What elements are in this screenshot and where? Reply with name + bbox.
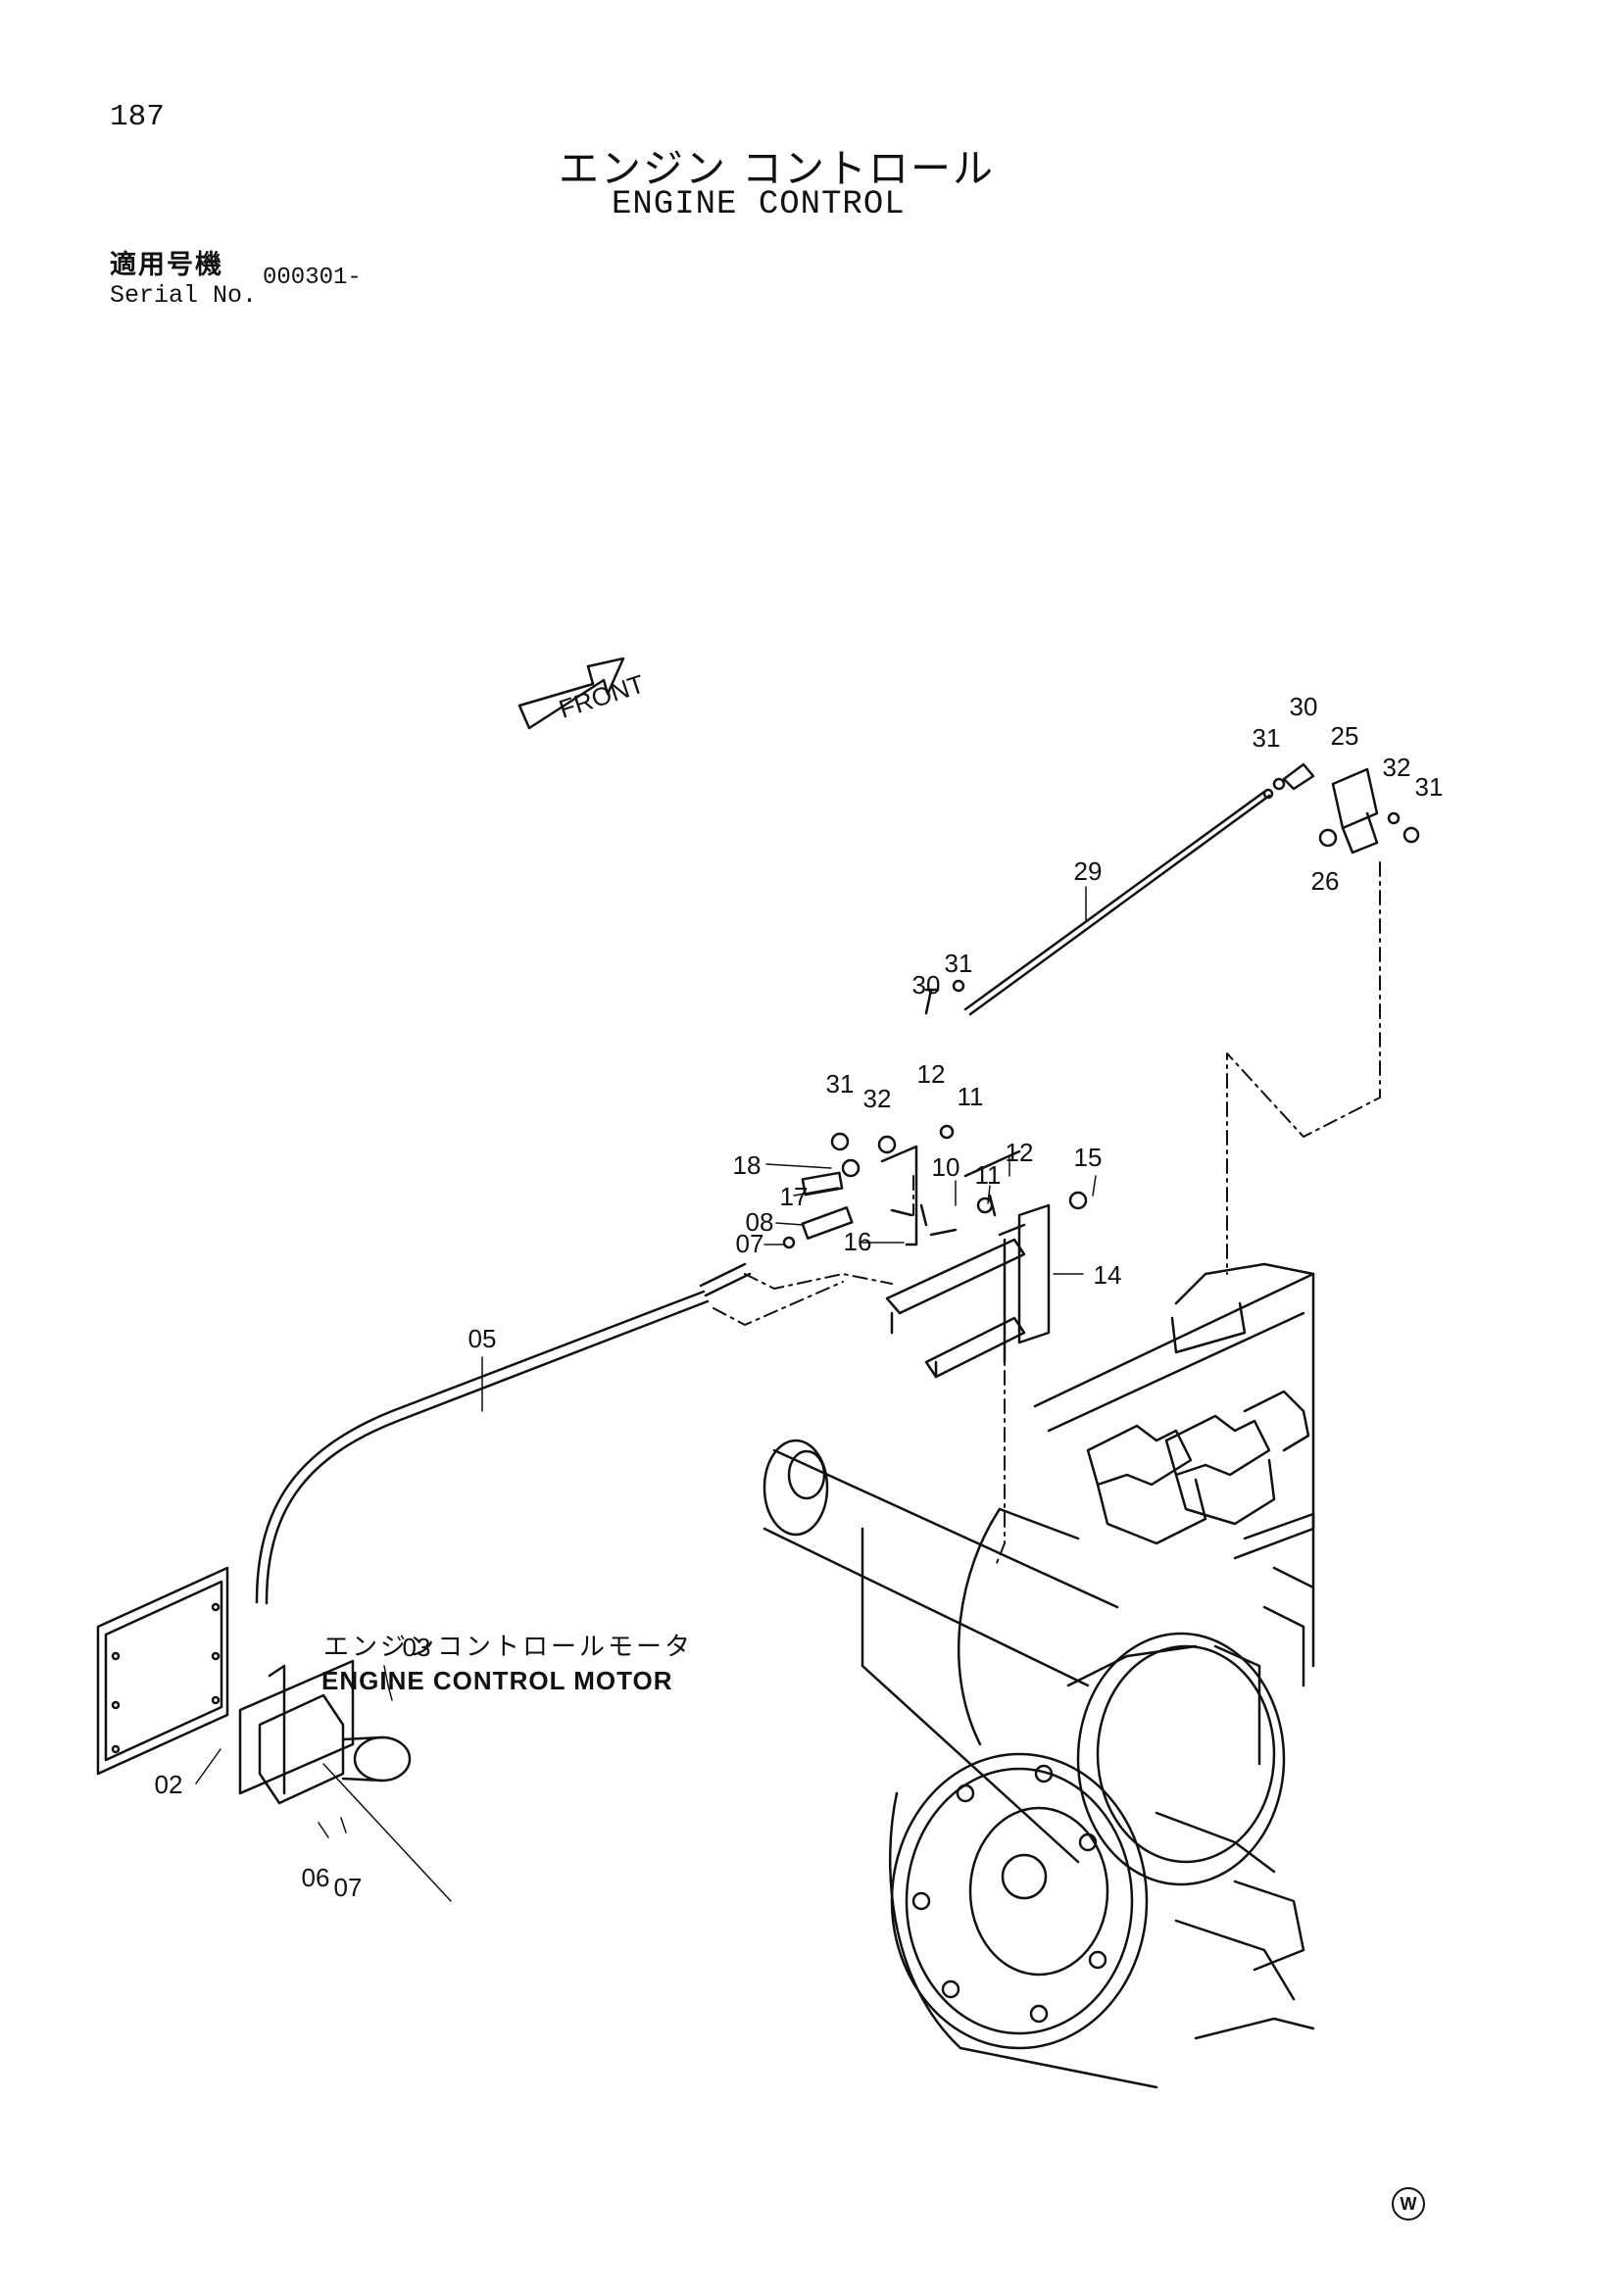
- serial-label-japanese: 適用号機: [110, 250, 223, 280]
- callout-17: 17: [780, 1182, 809, 1211]
- callout-16: 16: [844, 1227, 872, 1256]
- title-english: ENGINE CONTROL: [612, 186, 906, 223]
- callout-31-c: 31: [945, 949, 973, 978]
- engine-control-motor-assembly: [96, 1566, 412, 1805]
- callout-30-lower: 30: [912, 970, 941, 1000]
- callout-05: 05: [468, 1324, 497, 1353]
- callout-leaders: [195, 886, 1097, 1902]
- callout-06: 06: [302, 1863, 330, 1892]
- callout-18: 18: [733, 1150, 762, 1180]
- callout-08: 08: [746, 1207, 774, 1237]
- title-japanese: エンジン コントロール: [559, 145, 996, 192]
- callout-02: 02: [155, 1770, 183, 1799]
- control-rod: [963, 762, 1420, 1016]
- callout-07-upper: 07: [736, 1229, 764, 1258]
- watermark-symbol: W: [1392, 2187, 1425, 2221]
- callout-31-a: 31: [1253, 723, 1281, 753]
- callout-32-b: 32: [863, 1084, 892, 1113]
- callout-15: 15: [1074, 1143, 1103, 1172]
- callout-12-lower: 12: [1006, 1138, 1034, 1167]
- callout-14: 14: [1094, 1260, 1122, 1290]
- callout-12-upper: 12: [917, 1059, 946, 1089]
- callout-26: 26: [1311, 866, 1340, 896]
- callout-29: 29: [1074, 856, 1103, 886]
- motor-label-japanese: エンジンコントロールモータ: [323, 1633, 694, 1662]
- front-direction-arrow: [517, 657, 625, 730]
- callout-31-b: 31: [1415, 772, 1444, 802]
- callout-07-lower: 07: [334, 1873, 363, 1902]
- callout-11-upper: 11: [958, 1082, 984, 1111]
- callout-30-upper: 30: [1290, 692, 1318, 721]
- dash-dot-leaders: [713, 861, 1381, 1569]
- callout-31-d: 31: [826, 1069, 855, 1099]
- motor-label-english: ENGINE CONTROL MOTOR: [321, 1666, 673, 1695]
- callout-03: 03: [403, 1633, 431, 1662]
- bracket-and-linkage: [782, 979, 1088, 1379]
- callout-10: 10: [932, 1152, 960, 1182]
- page-number: 187: [110, 100, 165, 134]
- serial-label-english: Serial No.: [110, 281, 258, 310]
- serial-number-range: 000301-: [263, 265, 362, 291]
- control-cable: [255, 1262, 752, 1605]
- engine-block-outline: [762, 1262, 1315, 2089]
- callout-11-lower: 11: [975, 1160, 1002, 1190]
- callout-32-a: 32: [1383, 753, 1411, 782]
- callout-25: 25: [1331, 721, 1359, 751]
